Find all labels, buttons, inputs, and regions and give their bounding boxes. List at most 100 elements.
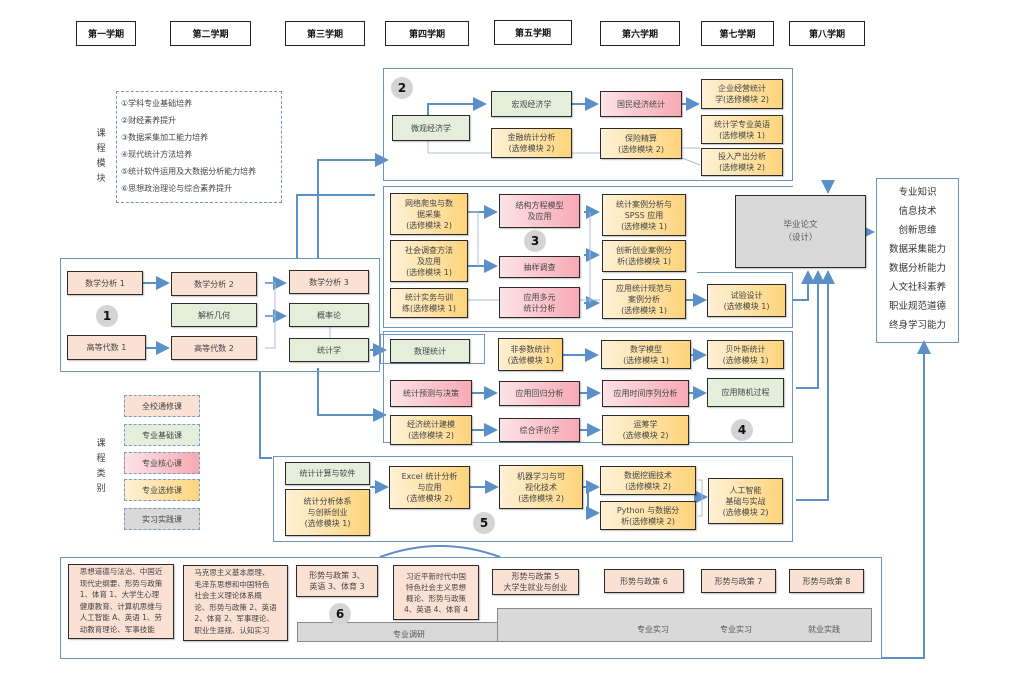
course-micro-economics[interactable]: 微观经济学 (392, 115, 470, 141)
course-web-crawler[interactable]: 网络爬虫与数 据采集 (选修模块 2) (390, 193, 468, 235)
course-innovation-case-analysis[interactable]: 创新创业案例分 析(选修模块 1) (602, 240, 686, 272)
course-statistical-practice[interactable]: 统计实务与训 练(选修模块 1) (390, 288, 468, 318)
course-stochastic-process[interactable]: 应用随机过程 (707, 378, 784, 407)
practice-bar-2 (497, 608, 872, 642)
course-statistical-computing[interactable]: 统计计算与软件 (285, 462, 370, 485)
practice-label-internship-1: 专业实习 (637, 625, 669, 634)
course-math-analysis-3[interactable]: 数学分析 3 (289, 270, 369, 294)
outcome-item: 数据采集能力 (888, 244, 946, 255)
module-legend: ①学科专业基础培养 ②财经素养提升 ③数据采集加工能力培养 ④现代统计方法培养 … (116, 91, 282, 203)
category-legend-label-text: 课程类别 (96, 439, 106, 494)
course-operations-research[interactable]: 运筹学 (选修模块 2) (602, 415, 689, 445)
course-actuarial-insurance[interactable]: 保险精算 (选修模块 2) (600, 128, 682, 159)
module-3-frame-ext (697, 272, 793, 328)
course-statistics-english[interactable]: 统计学专业英语 (选修模块 1) (701, 115, 783, 144)
course-input-output-analysis[interactable]: 投入产出分析 (选修模块 2) (701, 148, 783, 176)
module-1-frame (60, 258, 380, 372)
course-python-data-analysis[interactable]: Python 与数据分 析(选修模块 2) (600, 501, 696, 530)
course-group-semester-5[interactable]: 形势与政策 5 大学生就业与创业 (492, 569, 579, 595)
course-group-semester-2[interactable]: 马克思主义基本原理、 毛泽东思想和中国特色 社会主义理论体系概 论、形势与政策 … (183, 565, 288, 641)
course-group-semester-3[interactable]: 形势与政策 3、 英语 3、体育 3 (296, 565, 378, 597)
module-legend-item: ⑥思想政治理论与综合素养提升 (121, 184, 233, 193)
semester-header-4: 第四学期 (385, 21, 469, 46)
graduation-thesis[interactable]: 毕业论文 （设计） (735, 195, 866, 268)
module-legend-item: ①学科专业基础培养 (121, 99, 193, 108)
course-excel-analysis[interactable]: Excel 统计分析 与应用 (选修模块 2) (389, 466, 470, 509)
course-sampling-survey[interactable]: 抽样调查 (499, 256, 580, 278)
course-group-semester-6[interactable]: 形势与政策 6 (604, 569, 684, 593)
outcome-item: 人文社科素养 (888, 282, 946, 293)
course-math-stats[interactable]: 数理统计 (390, 339, 470, 363)
practice-label-research: 专业调研 (393, 630, 425, 639)
course-spss-case-analysis[interactable]: 统计案例分析与 SPSS 应用 (选修模块 1) (602, 194, 686, 236)
course-economic-modeling[interactable]: 经济统计建模 (选修模块 2) (390, 415, 472, 445)
outcome-item: 信息技术 (898, 206, 937, 217)
course-time-series-analysis[interactable]: 应用时间序列分析 (602, 380, 689, 407)
outcome-item: 专业知识 (898, 187, 937, 198)
semester-header-2: 第二学期 (170, 21, 251, 46)
module-4-badge: 4 (731, 419, 753, 441)
course-multivariate-analysis[interactable]: 应用多元 统计分析 (499, 287, 580, 318)
module-6-frame (60, 557, 882, 659)
module-legend-item: ③数据采集加工能力培养 (121, 133, 209, 142)
learning-outcomes: 专业知识 信息技术 创新思维 数据采集能力 数据分析能力 人文社科素养 职业规范… (876, 178, 959, 343)
course-structural-equation[interactable]: 结构方程模型 及应用 (499, 194, 580, 228)
course-enterprise-statistics[interactable]: 企业经营统计 学(选修模块 2) (701, 79, 783, 109)
course-statistics[interactable]: 统计学 (289, 338, 369, 362)
category-elective: 专业选修课 (124, 479, 200, 501)
course-regression-analysis[interactable]: 应用回归分析 (499, 381, 580, 406)
course-social-survey[interactable]: 社会调查方法 及应用 (选修模块 1) (390, 240, 468, 282)
course-comprehensive-evaluation[interactable]: 综合评价学 (499, 418, 580, 442)
category-core: 专业核心课 (124, 452, 200, 474)
practice-label-internship-2: 专业实习 (720, 625, 752, 634)
outcome-item: 终身学习能力 (888, 320, 946, 331)
module-3-frame (383, 186, 793, 328)
course-statistical-forecasting[interactable]: 统计预测与决策 (390, 380, 472, 407)
course-experimental-design[interactable]: 试验设计 (选修模块 1) (707, 284, 786, 317)
course-statistical-analysis-system[interactable]: 统计分析体系 与创新创业 (选修模块 1) (285, 489, 370, 536)
course-group-semester-7[interactable]: 形势与政策 7 (701, 569, 776, 593)
semester-header-3: 第三学期 (285, 21, 365, 46)
category-general: 全校通修课 (124, 395, 200, 417)
course-math-analysis-2[interactable]: 数学分析 2 (171, 272, 257, 296)
semester-header-6: 第六学期 (600, 21, 680, 46)
outcome-item: 数据分析能力 (888, 263, 946, 274)
module-legend-label-text: 课程模块 (96, 129, 106, 184)
module-legend-item: ④现代统计方法培养 (121, 150, 193, 159)
semester-header-5: 第五学期 (494, 20, 572, 45)
course-math-analysis-1[interactable]: 数学分析 1 (67, 271, 143, 295)
course-advanced-algebra-1[interactable]: 高等代数 1 (67, 335, 146, 360)
module-4-frame (383, 331, 793, 443)
course-nonparametric-statistics[interactable]: 非参数统计 (选修模块 1) (498, 338, 563, 371)
course-group-semester-8[interactable]: 形势与政策 8 (789, 569, 864, 593)
semester-header-7: 第七学期 (701, 21, 774, 46)
course-artificial-intelligence[interactable]: 人工智能 基础与实战 (选修模块 2) (708, 478, 783, 524)
course-probability[interactable]: 概率论 (289, 303, 369, 327)
module-3-badge: 3 (524, 230, 546, 252)
module-1-badge: 1 (96, 305, 118, 327)
semester-header-1: 第一学期 (76, 21, 136, 46)
module-5-frame (273, 456, 793, 542)
outcome-item: 创新思维 (898, 225, 937, 236)
course-group-semester-1[interactable]: 思想道德与法治、中国近 现代史纲要、形势与政策 1、体育 1、大学生心理 健康教… (68, 564, 174, 639)
course-data-mining[interactable]: 数据挖掘技术 (选修模块 2) (600, 466, 696, 495)
course-financial-statistics[interactable]: 金融统计分析 (选修模块 2) (491, 128, 572, 158)
course-machine-learning[interactable]: 机器学习与可 视化技术 (选修模块 2) (499, 465, 583, 509)
module-legend-item: ⑤统计软件运用及大数据分析能力培养 (121, 167, 257, 176)
course-statistical-norms[interactable]: 应用统计规范与 案例分析 (选修模块 1) (602, 279, 686, 319)
module-2-frame (383, 68, 793, 181)
practice-label-employment: 就业实践 (808, 625, 840, 634)
course-mathematical-modeling[interactable]: 数学模型 (选修模块 1) (601, 340, 691, 369)
course-bayesian-statistics[interactable]: 贝叶斯统计 (选修模块 1) (707, 340, 784, 369)
course-national-economic-statistics[interactable]: 国民经济统计 (600, 91, 682, 117)
course-macro-economics[interactable]: 宏观经济学 (491, 91, 572, 117)
course-advanced-algebra-2[interactable]: 高等代数 2 (171, 336, 257, 360)
category-practice: 实习实践课 (124, 508, 200, 530)
category-foundation: 专业基础课 (124, 424, 200, 446)
course-analytic-geometry[interactable]: 解析几何 (171, 303, 257, 327)
course-group-semester-4[interactable]: 习近平新时代中国 特色社会主义思想 概论、形势与政策 4、英语 4、体育 4 (393, 565, 479, 620)
math-stats-frame (380, 334, 485, 364)
module-6-badge: 6 (329, 603, 351, 625)
module-5-badge: 5 (473, 512, 495, 534)
module-legend-label: 课程模块 (95, 127, 107, 187)
